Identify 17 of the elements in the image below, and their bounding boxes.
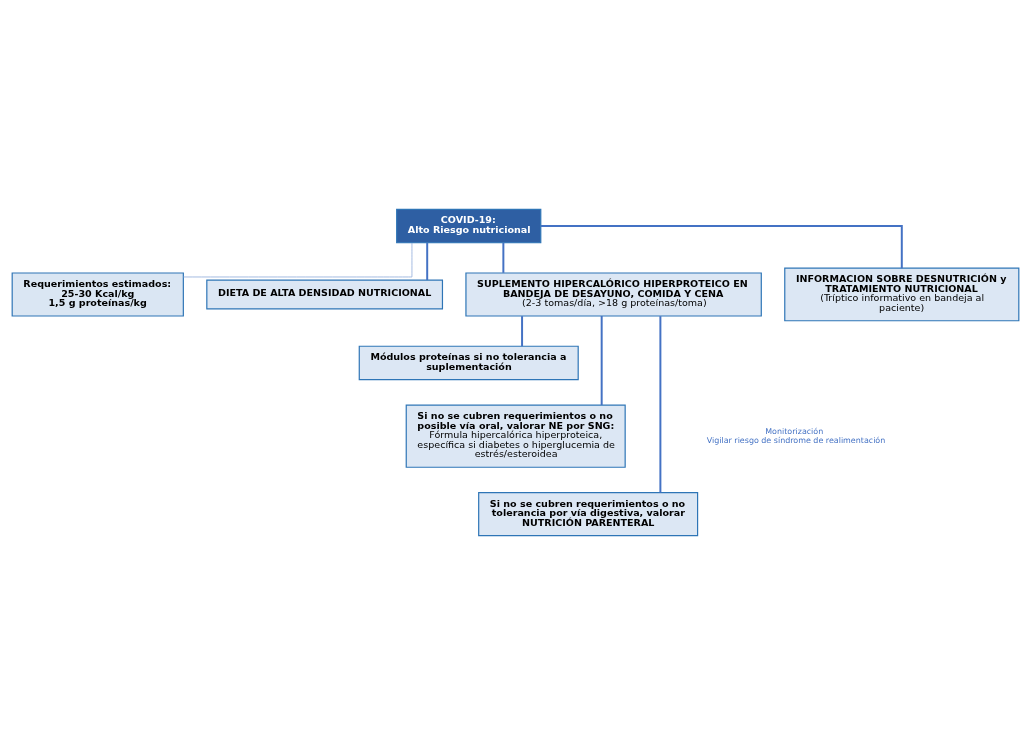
node-box: SUPLEMENTO HIPERCALÓRICO HIPERPROTEICO EN BANDEJA DE DESAYUNO, COMIDA Y CENA (2-3 tomas/día, >18 g proteínas/toma): [464, 272, 762, 317]
connector: [182, 242, 412, 278]
node-box: Si no se cubren requerimientos o no posible vía oral, valorar NE por SNG: Fórmula hipercalórica hiperproteica, específica si diabetes o hiperglucemia de estrés/esteroidea: [405, 404, 626, 468]
node-box: COVID-19: Alto Riesgo nutricional: [395, 208, 541, 244]
node-box: INFORMACION SOBRE DESNUTRICIÓN y TRATAMIENTO NUTRICIONAL (Tríptico informativo en bandeja al paciente): [783, 267, 1019, 322]
node-box: Si no se cubren requerimientos o no tolerancia por vía digestiva, valorar NUTRICIÓN PARENTERAL: [477, 492, 698, 537]
label: Vigilar riesgo de síndrome de realimentación: [706, 435, 885, 445]
node-box: Requerimientos estimados: 25-30 Kcal/kg 1,5 g proteínas/kg: [11, 272, 184, 317]
connector: [501, 241, 504, 274]
connector: [425, 241, 428, 282]
connector: [658, 315, 661, 494]
node-box: DIETA DE ALTA DENSIDAD NUTRICIONAL: [205, 279, 443, 310]
connector: [600, 315, 603, 406]
connector: [539, 225, 903, 270]
node-box: Módulos proteínas si no tolerancia a suplementación: [358, 345, 579, 381]
connector: [520, 315, 523, 348]
label: Monitorización: [764, 426, 823, 436]
